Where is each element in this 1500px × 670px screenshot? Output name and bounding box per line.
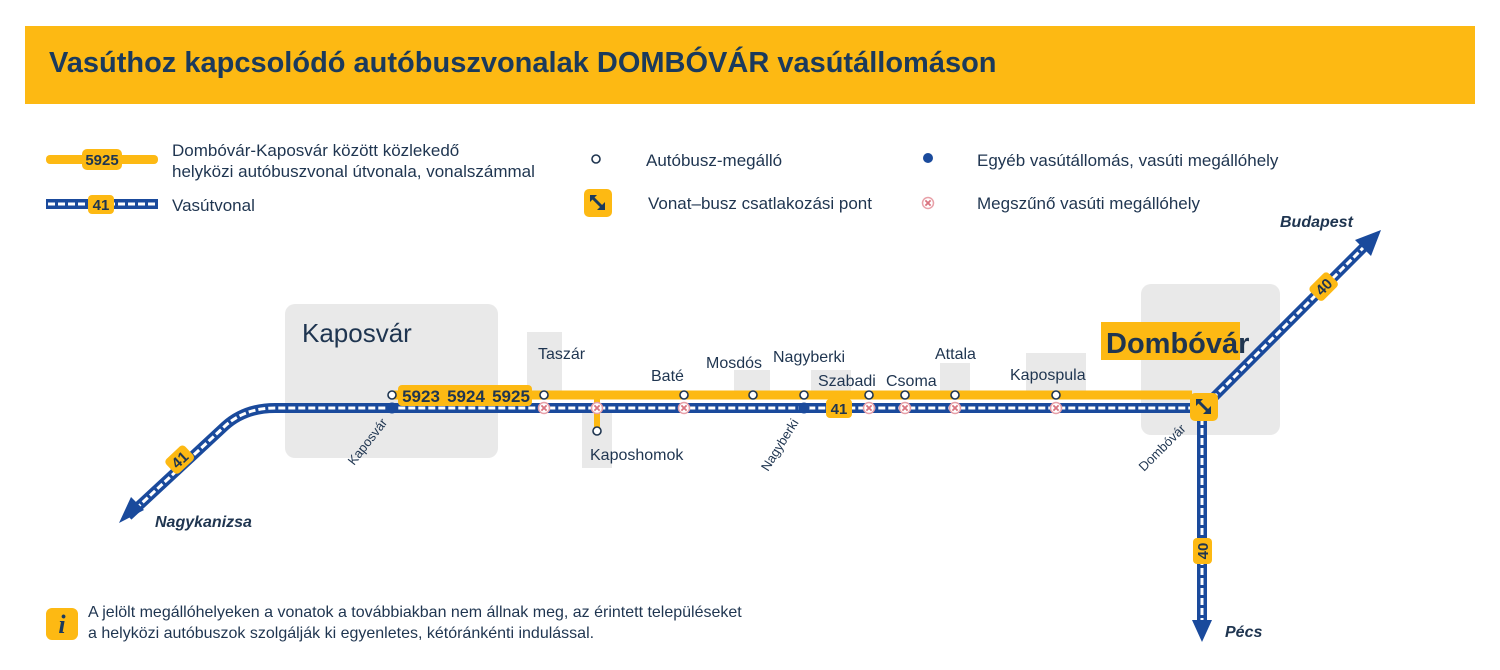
bus-line-5924: 5924 <box>447 387 485 406</box>
label-bate: Baté <box>651 368 684 385</box>
rail-line-40-s: 40 <box>1195 543 1212 560</box>
label-szabadi: Szabadi <box>818 373 876 390</box>
destination-labels: Nagykanizsa Budapest Pécs <box>155 214 1354 641</box>
bus-stop-bate <box>679 390 689 400</box>
bus-stop-csoma <box>900 390 910 400</box>
station-label-nagyberki: Nagyberki <box>758 416 802 474</box>
label-attala: Attala <box>935 346 976 363</box>
legend-rail-number: 41 <box>93 197 110 214</box>
dombovar-connection-icon <box>1188 391 1220 423</box>
bus-stop-labels: Taszár Baté Mosdós Nagyberki Szabadi Cso… <box>538 346 1086 464</box>
legend-connection-text: Vonat–busz csatlakozási pont <box>648 194 872 213</box>
legend-bus-stop-text: Autóbusz-megálló <box>646 151 783 170</box>
label-kaposhomok: Kaposhomok <box>590 447 684 464</box>
dest-nagykanizsa: Nagykanizsa <box>155 514 252 531</box>
legend-station-icon <box>923 153 933 163</box>
closed-stop-bate <box>677 401 691 415</box>
closed-stop-kapospula <box>1049 401 1063 415</box>
legend-bus-route-text: Dombóvár-Kaposvár között közlekedő helyk… <box>172 140 535 182</box>
arrow-budapest <box>1355 230 1381 256</box>
legend-bus-stop-icon <box>591 154 601 164</box>
legend-bus-route-sample: 5925 <box>46 149 158 170</box>
bus-stops <box>387 390 1061 436</box>
bus-line-5925: 5925 <box>492 387 530 406</box>
city-label-kaposvar: Kaposvár <box>302 318 412 348</box>
label-csoma: Csoma <box>886 373 937 390</box>
closed-stop-taszar <box>537 401 551 415</box>
legend-bus-route-line1: Dombóvár-Kaposvár között közlekedő <box>172 141 460 160</box>
info-note: A jelölt megállóhelyeken a vonatok a tov… <box>88 602 742 644</box>
bus-stop-szabadi <box>864 390 874 400</box>
legend-bus-route-line2: helyközi autóbuszvonal útvonala, vonalsz… <box>172 162 535 181</box>
bus-stop-kapospula <box>1051 390 1061 400</box>
railway-lines <box>119 230 1381 642</box>
bus-stop-nagyberki <box>799 390 809 400</box>
arrow-nagykanizsa <box>119 497 144 523</box>
attala-block <box>940 363 970 395</box>
station-kaposvar <box>386 402 398 414</box>
kaposvar-block <box>285 304 498 458</box>
legend-rail-sample: 41 <box>46 195 158 214</box>
label-nagyberki: Nagyberki <box>773 349 845 366</box>
legend-closed-stop-text: Megszűnő vasúti megállóhely <box>977 194 1201 213</box>
page-title: Vasúthoz kapcsolódó autóbuszvonalak DOMB… <box>49 47 997 79</box>
info-line1: A jelölt megállóhelyeken a vonatok a tov… <box>88 604 742 621</box>
taszar-block <box>527 332 562 395</box>
closed-stop-attala <box>948 401 962 415</box>
info-icon: i <box>46 608 78 640</box>
label-kapospula: Kapospula <box>1010 367 1086 384</box>
label-mosdos: Mosdós <box>706 355 762 372</box>
info-line2: a helyközi autóbuszok szolgálják ki egye… <box>88 625 595 642</box>
station-nagyberki <box>798 402 810 414</box>
closed-stop-csoma <box>898 401 912 415</box>
legend-closed-stop-icon <box>921 196 935 210</box>
rail-stations <box>386 391 1220 423</box>
arrow-pecs <box>1192 620 1212 642</box>
legend-connection-icon <box>582 187 614 219</box>
dest-pecs: Pécs <box>1225 624 1262 641</box>
bus-stop-kaposvar <box>387 390 397 400</box>
rail-line-41-main: 41 <box>831 401 848 418</box>
bus-stop-taszar <box>539 390 549 400</box>
label-taszar: Taszár <box>538 346 586 363</box>
rail-line-labels: 41 41 40 40 <box>165 272 1338 564</box>
dest-budapest: Budapest <box>1280 214 1354 231</box>
legend-rail-line-text: Vasútvonal <box>172 196 255 215</box>
city-label-dombovar: Dombóvár <box>1106 328 1249 360</box>
closed-stop-szabadi <box>862 401 876 415</box>
legend-other-station-text: Egyéb vasútállomás, vasúti megállóhely <box>977 151 1279 170</box>
bus-stop-attala <box>950 390 960 400</box>
bus-line-5923: 5923 <box>402 387 440 406</box>
closed-stop-kaposhomok <box>590 401 604 415</box>
title-banner: Vasúthoz kapcsolódó autóbuszvonalak DOMB… <box>25 26 1475 104</box>
bus-stop-mosdos <box>748 390 758 400</box>
bus-stop-kaposhomok <box>592 426 602 436</box>
kapospula-block <box>1026 353 1086 395</box>
dombovar-label-bg <box>1101 322 1240 360</box>
legend-bus-route-number: 5925 <box>85 152 118 169</box>
